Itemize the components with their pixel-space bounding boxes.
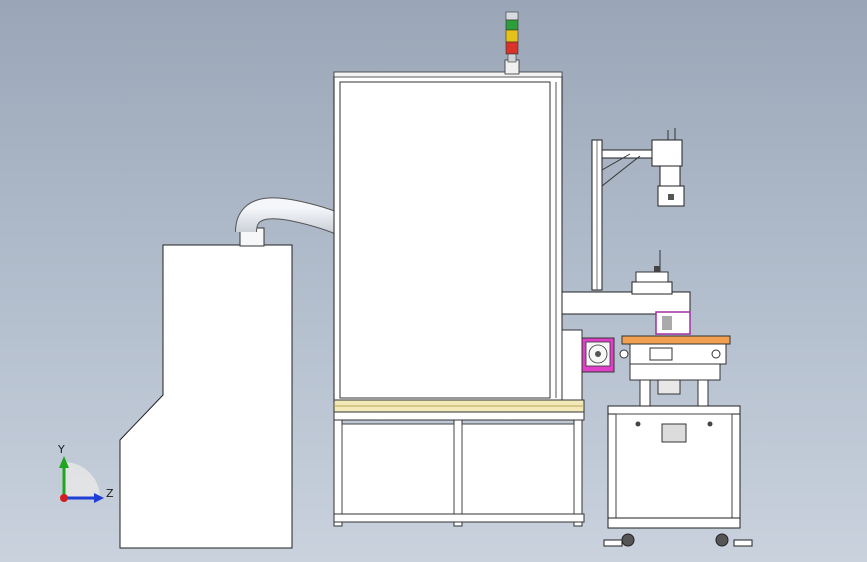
- cooling-fan-icon: [581, 337, 615, 373]
- fixture-plate: [619, 335, 731, 407]
- camera-module: [651, 128, 685, 207]
- horizontal-arm: [561, 250, 691, 335]
- main-cabinet: [333, 59, 563, 405]
- stack-light-yellow: [505, 29, 519, 43]
- side-cart: [607, 405, 741, 529]
- stack-light-green: [505, 19, 519, 31]
- triad-z-label: Z: [106, 487, 114, 500]
- coordinate-triad: Y Z: [57, 443, 114, 503]
- caster-wheels: [603, 533, 753, 547]
- dust-collector: [119, 227, 293, 549]
- side-panel: [561, 329, 583, 401]
- triad-y-label: Y: [57, 443, 65, 456]
- stack-light-red: [505, 41, 519, 55]
- cabinet-base-frame: [333, 399, 585, 527]
- stack-light-icon: [505, 11, 519, 63]
- gantry-column: [591, 139, 659, 291]
